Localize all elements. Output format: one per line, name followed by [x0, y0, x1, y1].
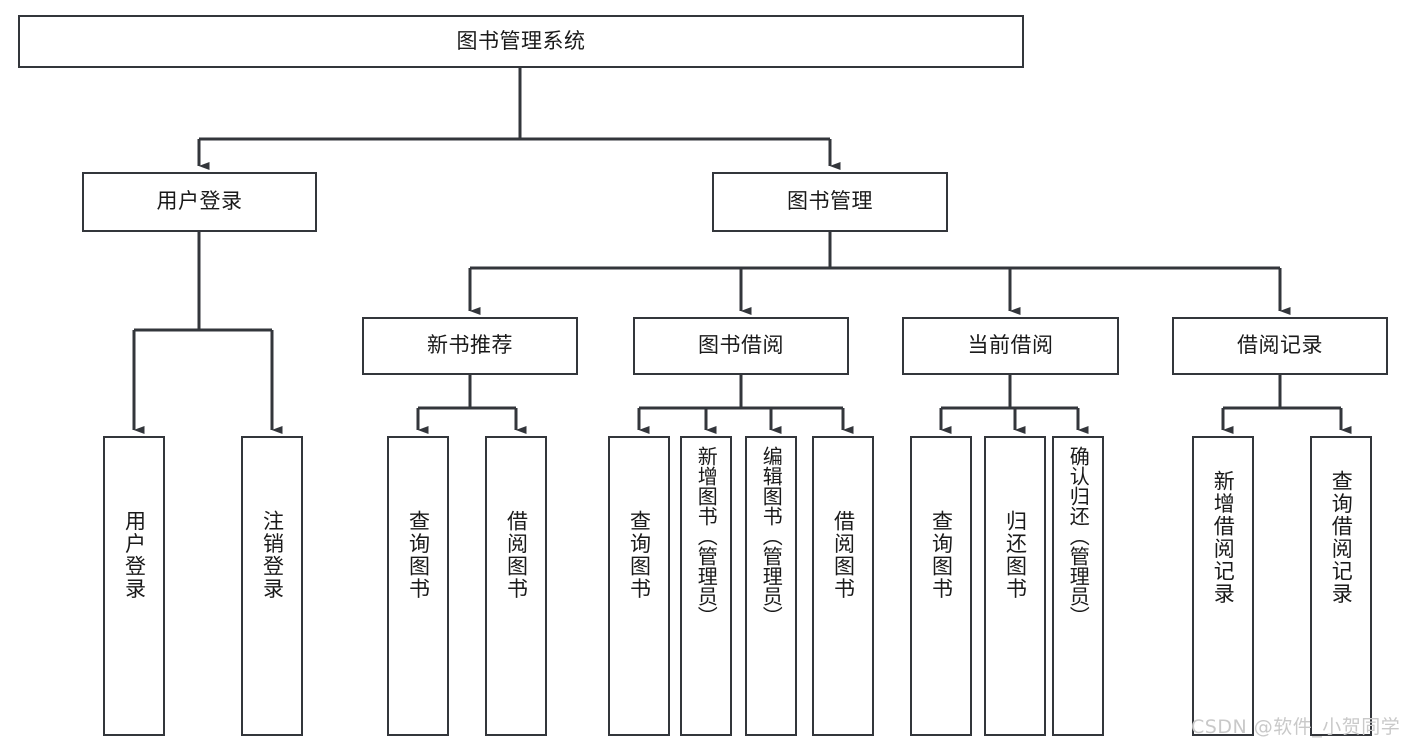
node-leaf-query-book-2-label: 查询图书: [627, 510, 652, 600]
node-leaf-user-logout[interactable]: 注销登录: [241, 436, 303, 736]
node-leaf-query-book-1-label: 查询图书: [406, 510, 431, 600]
node-leaf-query-record-label: 查询借阅记录: [1329, 470, 1354, 605]
node-borrow-record-label: 借阅记录: [1237, 333, 1323, 358]
node-leaf-return-book[interactable]: 归还图书: [984, 436, 1046, 736]
node-new-book-rec-label: 新书推荐: [427, 333, 513, 358]
node-leaf-edit-book[interactable]: 编辑图书（管理员）: [745, 436, 797, 736]
node-leaf-user-logout-label: 注销登录: [260, 510, 285, 600]
node-book-manage-label: 图书管理: [787, 189, 873, 214]
node-root-label: 图书管理系统: [456, 28, 586, 53]
node-book-borrow[interactable]: 图书借阅: [633, 317, 849, 375]
node-current-borrow-label: 当前借阅: [967, 333, 1054, 358]
node-root[interactable]: 图书管理系统: [18, 15, 1024, 68]
node-leaf-add-book-label: 新增图书（管理员）: [694, 446, 719, 626]
node-leaf-borrow-book-1[interactable]: 借阅图书: [485, 436, 547, 736]
node-leaf-confirm-return[interactable]: 确认归还（管理员）: [1052, 436, 1104, 736]
node-leaf-borrow-book-1-label: 借阅图书: [504, 510, 529, 600]
node-leaf-query-book-3-label: 查询图书: [929, 510, 954, 600]
node-leaf-add-book[interactable]: 新增图书（管理员）: [680, 436, 732, 736]
node-new-book-rec[interactable]: 新书推荐: [362, 317, 578, 375]
node-leaf-add-record[interactable]: 新增借阅记录: [1192, 436, 1254, 736]
node-book-borrow-label: 图书借阅: [698, 333, 784, 358]
node-leaf-confirm-return-label: 确认归还（管理员）: [1066, 446, 1091, 626]
node-leaf-query-book-2[interactable]: 查询图书: [608, 436, 670, 736]
node-user-login-label: 用户登录: [156, 189, 243, 214]
node-leaf-borrow-book-2-label: 借阅图书: [831, 510, 856, 600]
node-current-borrow[interactable]: 当前借阅: [902, 317, 1119, 375]
node-book-manage[interactable]: 图书管理: [712, 172, 948, 232]
node-leaf-query-record[interactable]: 查询借阅记录: [1310, 436, 1372, 736]
node-user-login[interactable]: 用户登录: [82, 172, 317, 232]
node-leaf-return-book-label: 归还图书: [1003, 510, 1028, 600]
node-leaf-user-login[interactable]: 用户登录: [103, 436, 165, 736]
node-leaf-query-book-3[interactable]: 查询图书: [910, 436, 972, 736]
node-leaf-user-login-label: 用户登录: [122, 510, 147, 600]
node-leaf-add-record-label: 新增借阅记录: [1211, 470, 1236, 605]
node-leaf-edit-book-label: 编辑图书（管理员）: [759, 446, 784, 626]
node-borrow-record[interactable]: 借阅记录: [1172, 317, 1388, 375]
node-leaf-borrow-book-2[interactable]: 借阅图书: [812, 436, 874, 736]
node-leaf-query-book-1[interactable]: 查询图书: [387, 436, 449, 736]
